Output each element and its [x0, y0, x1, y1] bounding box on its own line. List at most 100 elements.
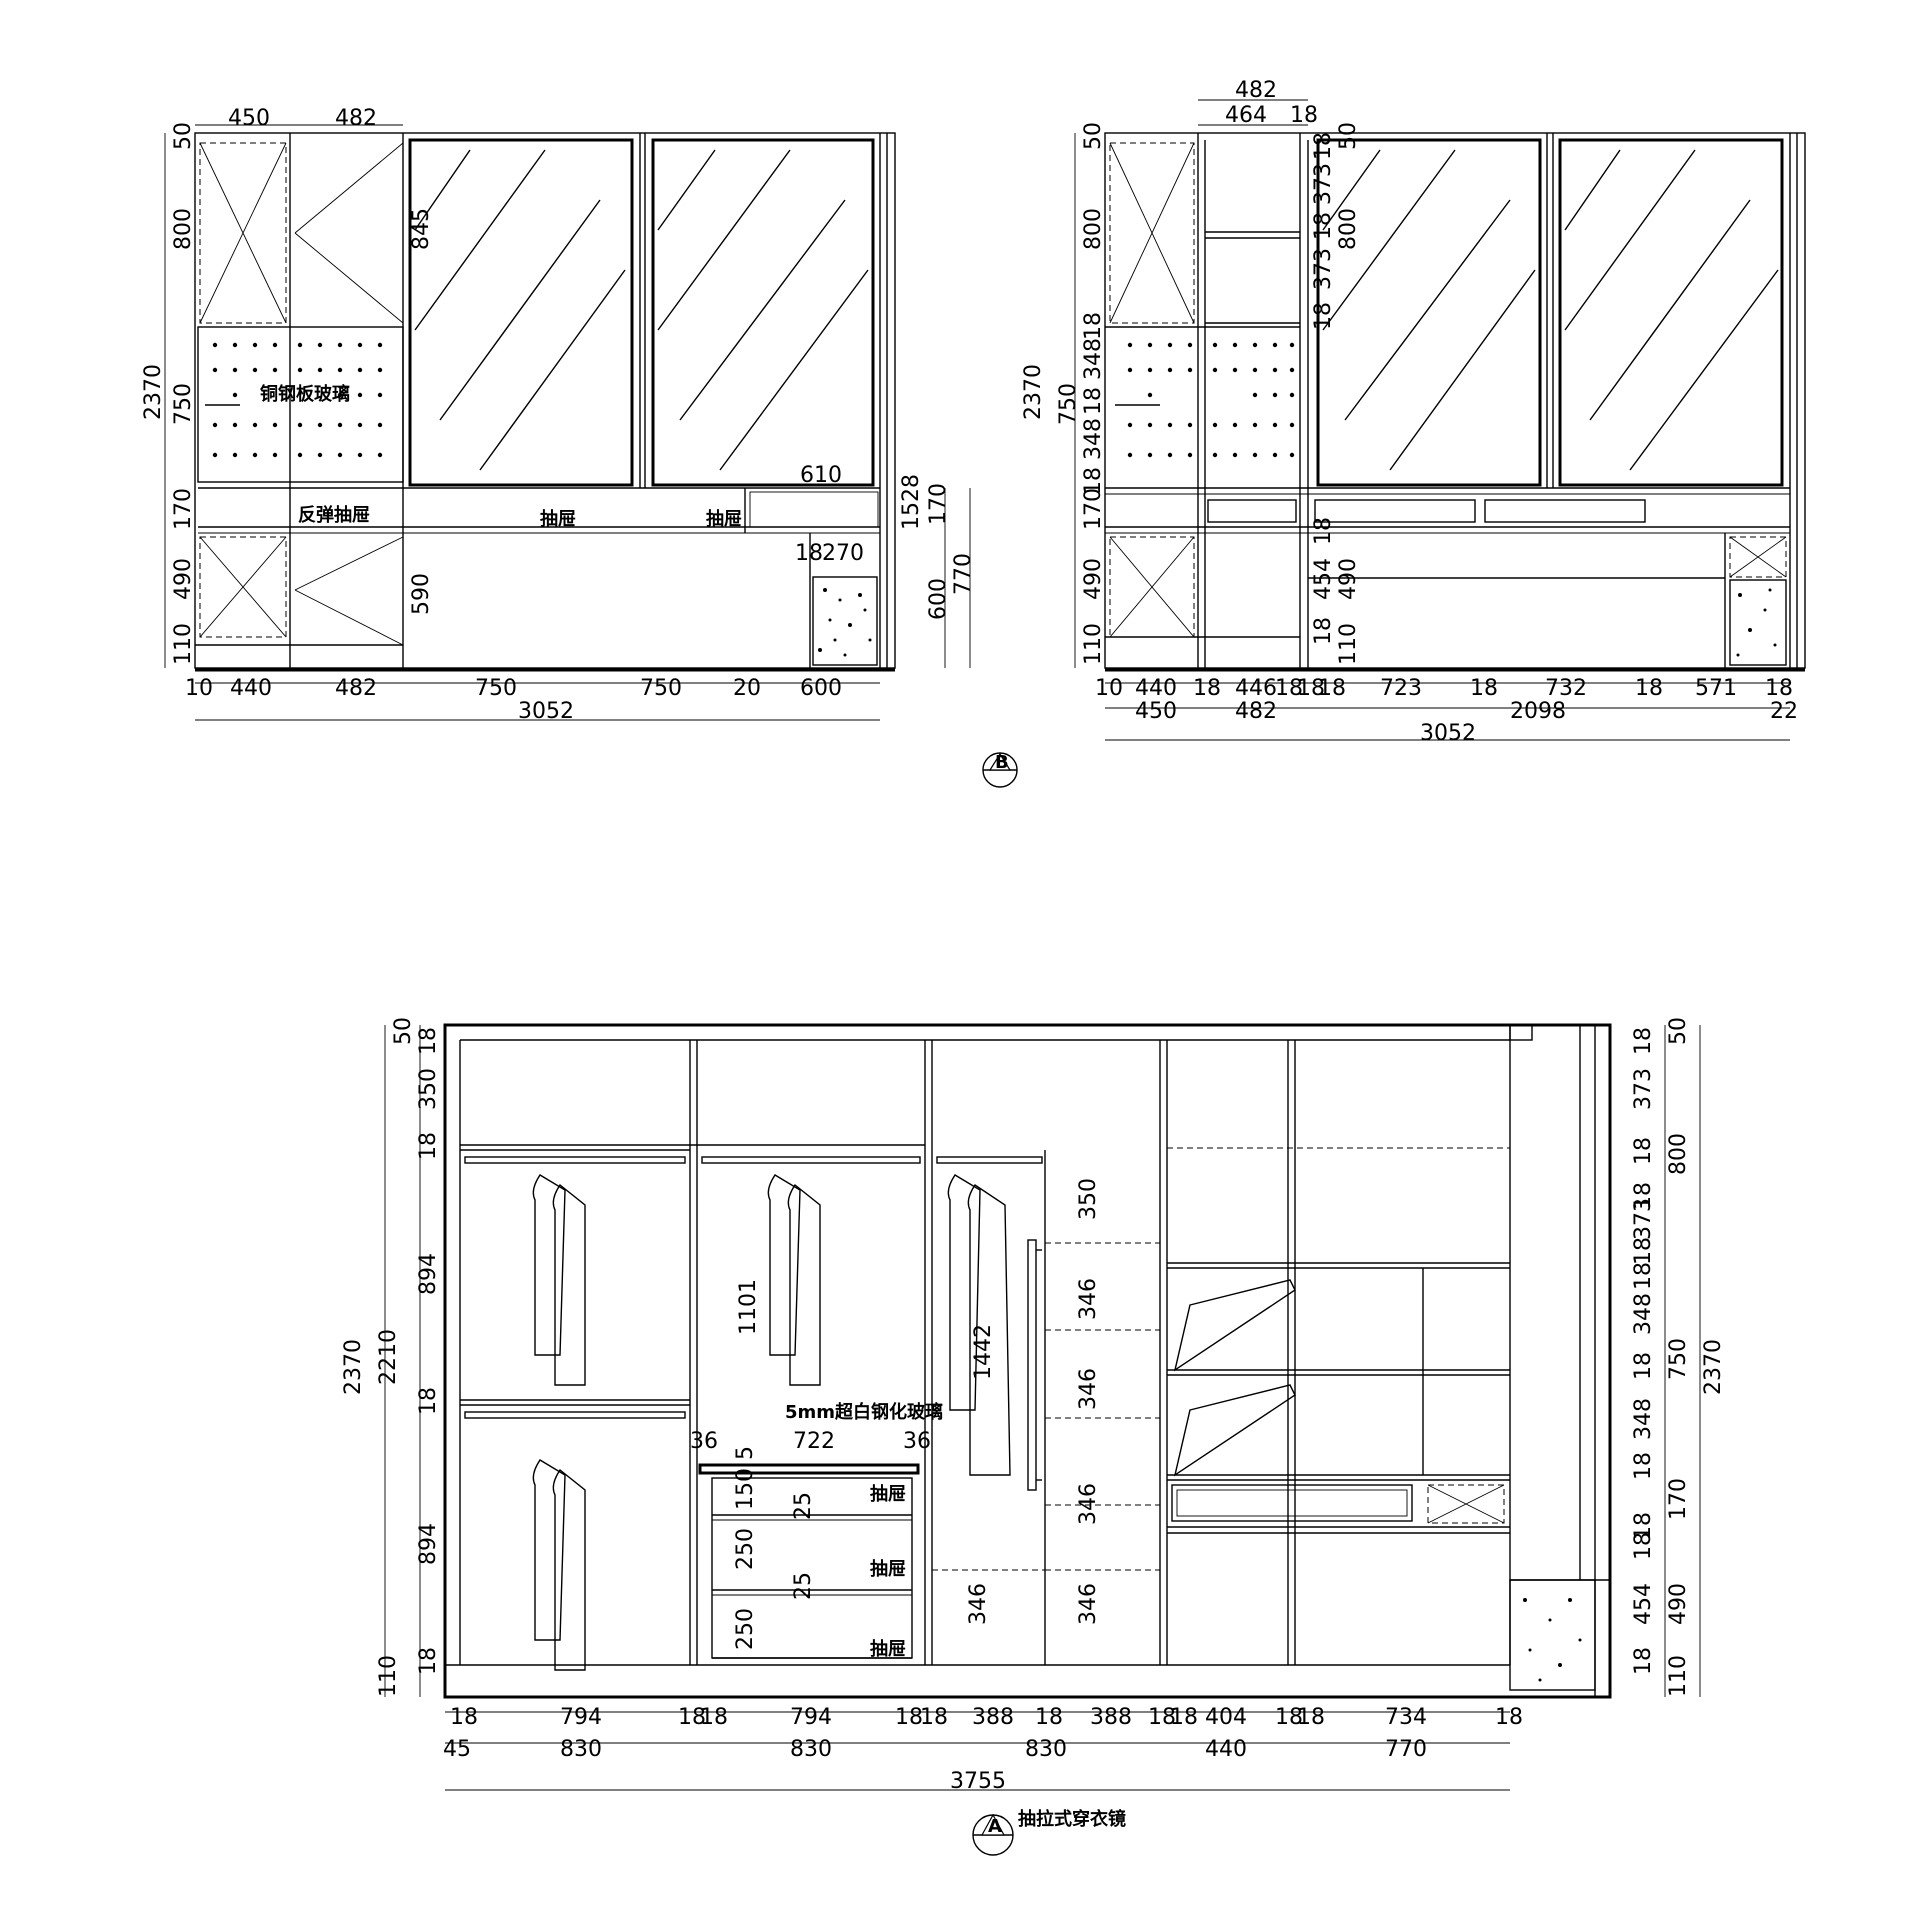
dim-rb-18c: 18 — [1297, 676, 1325, 701]
dim-b-total: 3052 — [518, 699, 574, 724]
dim-m-18a: 18 — [1311, 132, 1336, 160]
dim-ab2-440: 440 — [1205, 1737, 1247, 1762]
dim-b-20: 20 — [733, 676, 761, 701]
dim-a-r-18a: 18 — [1631, 1027, 1656, 1055]
dim-rv-2370: 2370 — [1021, 364, 1046, 420]
elevation-b-left: 450 482 50 800 750 170 490 110 2370 845 … — [141, 106, 976, 724]
dim-glass-36a: 36 — [690, 1429, 718, 1454]
dim-rb-18a: 18 — [1193, 676, 1221, 701]
dim-a-r-18j: 18 — [1631, 1647, 1656, 1675]
dim-a-l-18b: 18 — [416, 1132, 441, 1160]
perforation-dots-right — [1115, 342, 1295, 458]
dim-rb-571: 571 — [1695, 676, 1737, 701]
dim-v-750: 750 — [171, 383, 196, 425]
dim-a-r-18c: 18 — [1631, 1182, 1656, 1210]
dim-a-r-50: 50 — [1666, 1017, 1691, 1045]
dim-ab-18h: 18 — [1170, 1705, 1198, 1730]
drawing-title: 抽拉式穿衣镜 — [1018, 1808, 1126, 1830]
dim-270: 270 — [822, 541, 864, 566]
dim-a-346e: 346 — [1076, 1583, 1101, 1625]
dim-b-750a: 750 — [475, 676, 517, 701]
svg-text:B: B — [995, 752, 1009, 773]
label-copper-glass: 铜钢板玻璃 — [260, 383, 350, 405]
dim-a-346a: 346 — [1076, 1278, 1101, 1320]
dim-m-373b: 373 — [1311, 248, 1336, 290]
dim-a-350: 350 — [1076, 1178, 1101, 1220]
dim-r-top-482: 482 — [1235, 78, 1277, 103]
dim-m-18b: 18 — [1311, 212, 1336, 240]
dim-rb-723: 723 — [1380, 676, 1422, 701]
mirror-hatch-3 — [1322, 149, 1536, 471]
dim-rb-total: 3052 — [1420, 721, 1476, 746]
dim-ab-18j: 18 — [1297, 1705, 1325, 1730]
dim-rb-18b: 18 — [1275, 676, 1303, 701]
perforation-dots-left — [205, 342, 383, 458]
dim-rv-170: 170 — [1081, 488, 1106, 530]
terrazzo-pattern-3 — [1523, 1598, 1582, 1682]
dim-b-482: 482 — [335, 676, 377, 701]
dim-a-total: 3755 — [950, 1769, 1006, 1794]
dim-ab2-830c: 830 — [1025, 1737, 1067, 1762]
dim-b-440: 440 — [230, 676, 272, 701]
elevation-b-right: 482 464 18 50 800 18 348 750 18 348 18 1… — [1021, 78, 1806, 746]
dim-a-r-750: 750 — [1666, 1338, 1691, 1380]
dim-ab2-830b: 830 — [790, 1737, 832, 1762]
dim-a-r-18i: 18 — [1631, 1532, 1656, 1560]
dim-a-r-800: 800 — [1666, 1133, 1691, 1175]
dim-ab2-830a: 830 — [560, 1737, 602, 1762]
dim-b-10: 10 — [185, 676, 213, 701]
dim-770: 770 — [951, 553, 976, 595]
dim-v-2370: 2370 — [141, 364, 166, 420]
dim-v-170: 170 — [171, 488, 196, 530]
dim-845: 845 — [409, 208, 434, 250]
dim-rv-348b: 348 — [1081, 418, 1106, 460]
dim-r-top-18: 18 — [1290, 103, 1318, 128]
dim-ab-18b: 18 — [678, 1705, 706, 1730]
dim-ab-388b: 388 — [1090, 1705, 1132, 1730]
dim-a-r-18h: 18 — [1631, 1512, 1656, 1540]
dim-rb-18e: 18 — [1470, 676, 1498, 701]
dim-d-25b: 25 — [791, 1572, 816, 1600]
dim-a-l-2210: 2210 — [376, 1329, 401, 1385]
dim-a-l-18a: 18 — [416, 1027, 441, 1055]
dim-a-r-18e: 18 — [1631, 1262, 1656, 1290]
dim-a-r-18g: 18 — [1631, 1452, 1656, 1480]
label-drawer-2: 抽屉 — [706, 508, 742, 530]
dim-a-r-454: 454 — [1631, 1583, 1656, 1625]
dim-a-l-894a: 894 — [416, 1253, 441, 1295]
dim-a-1101: 1101 — [736, 1279, 761, 1335]
section-marker-b: B — [982, 752, 1018, 788]
dim-a-r-18b: 18 — [1631, 1137, 1656, 1165]
svg-text:A: A — [988, 1816, 1002, 1837]
dim-ab-18e: 18 — [920, 1705, 948, 1730]
dim-ab-404: 404 — [1205, 1705, 1247, 1730]
dim-rb2-22: 22 — [1770, 699, 1798, 724]
dim-m-18c: 18 — [1311, 302, 1336, 330]
dim-ab-18d: 18 — [895, 1705, 923, 1730]
dim-rv-800: 800 — [1081, 208, 1106, 250]
dim-a-r-373a: 373 — [1631, 1068, 1656, 1110]
dim-rv-490: 490 — [1081, 558, 1106, 600]
dim-rb2-2098: 2098 — [1510, 699, 1566, 724]
dim-ab-18i: 18 — [1275, 1705, 1303, 1730]
mirror-hatch-2 — [657, 149, 869, 471]
dim-rb-18d: 18 — [1318, 676, 1346, 701]
dim-a-l-2370: 2370 — [341, 1339, 366, 1395]
dim-a-346d: 346 — [966, 1583, 991, 1625]
dim-top-482: 482 — [335, 106, 377, 131]
dim-1528: 1528 — [899, 474, 924, 530]
dim-rb2-482: 482 — [1235, 699, 1277, 724]
dim-r-top-464: 464 — [1225, 103, 1267, 128]
label-drawer-a1: 抽屉 — [870, 1483, 906, 1505]
dim-ab-388a: 388 — [972, 1705, 1014, 1730]
mirror-hatch-4 — [1564, 149, 1779, 471]
dim-a-r-348b: 348 — [1631, 1398, 1656, 1440]
dim-glass-722: 722 — [793, 1429, 835, 1454]
label-drawer-1: 抽屉 — [540, 508, 576, 530]
dim-ab-734: 734 — [1385, 1705, 1427, 1730]
dim-d-5: 5 — [733, 1446, 758, 1460]
dim-a-r-18d: 18 — [1631, 1237, 1656, 1265]
dim-v-490: 490 — [171, 558, 196, 600]
dim-rv-50: 50 — [1081, 122, 1106, 150]
